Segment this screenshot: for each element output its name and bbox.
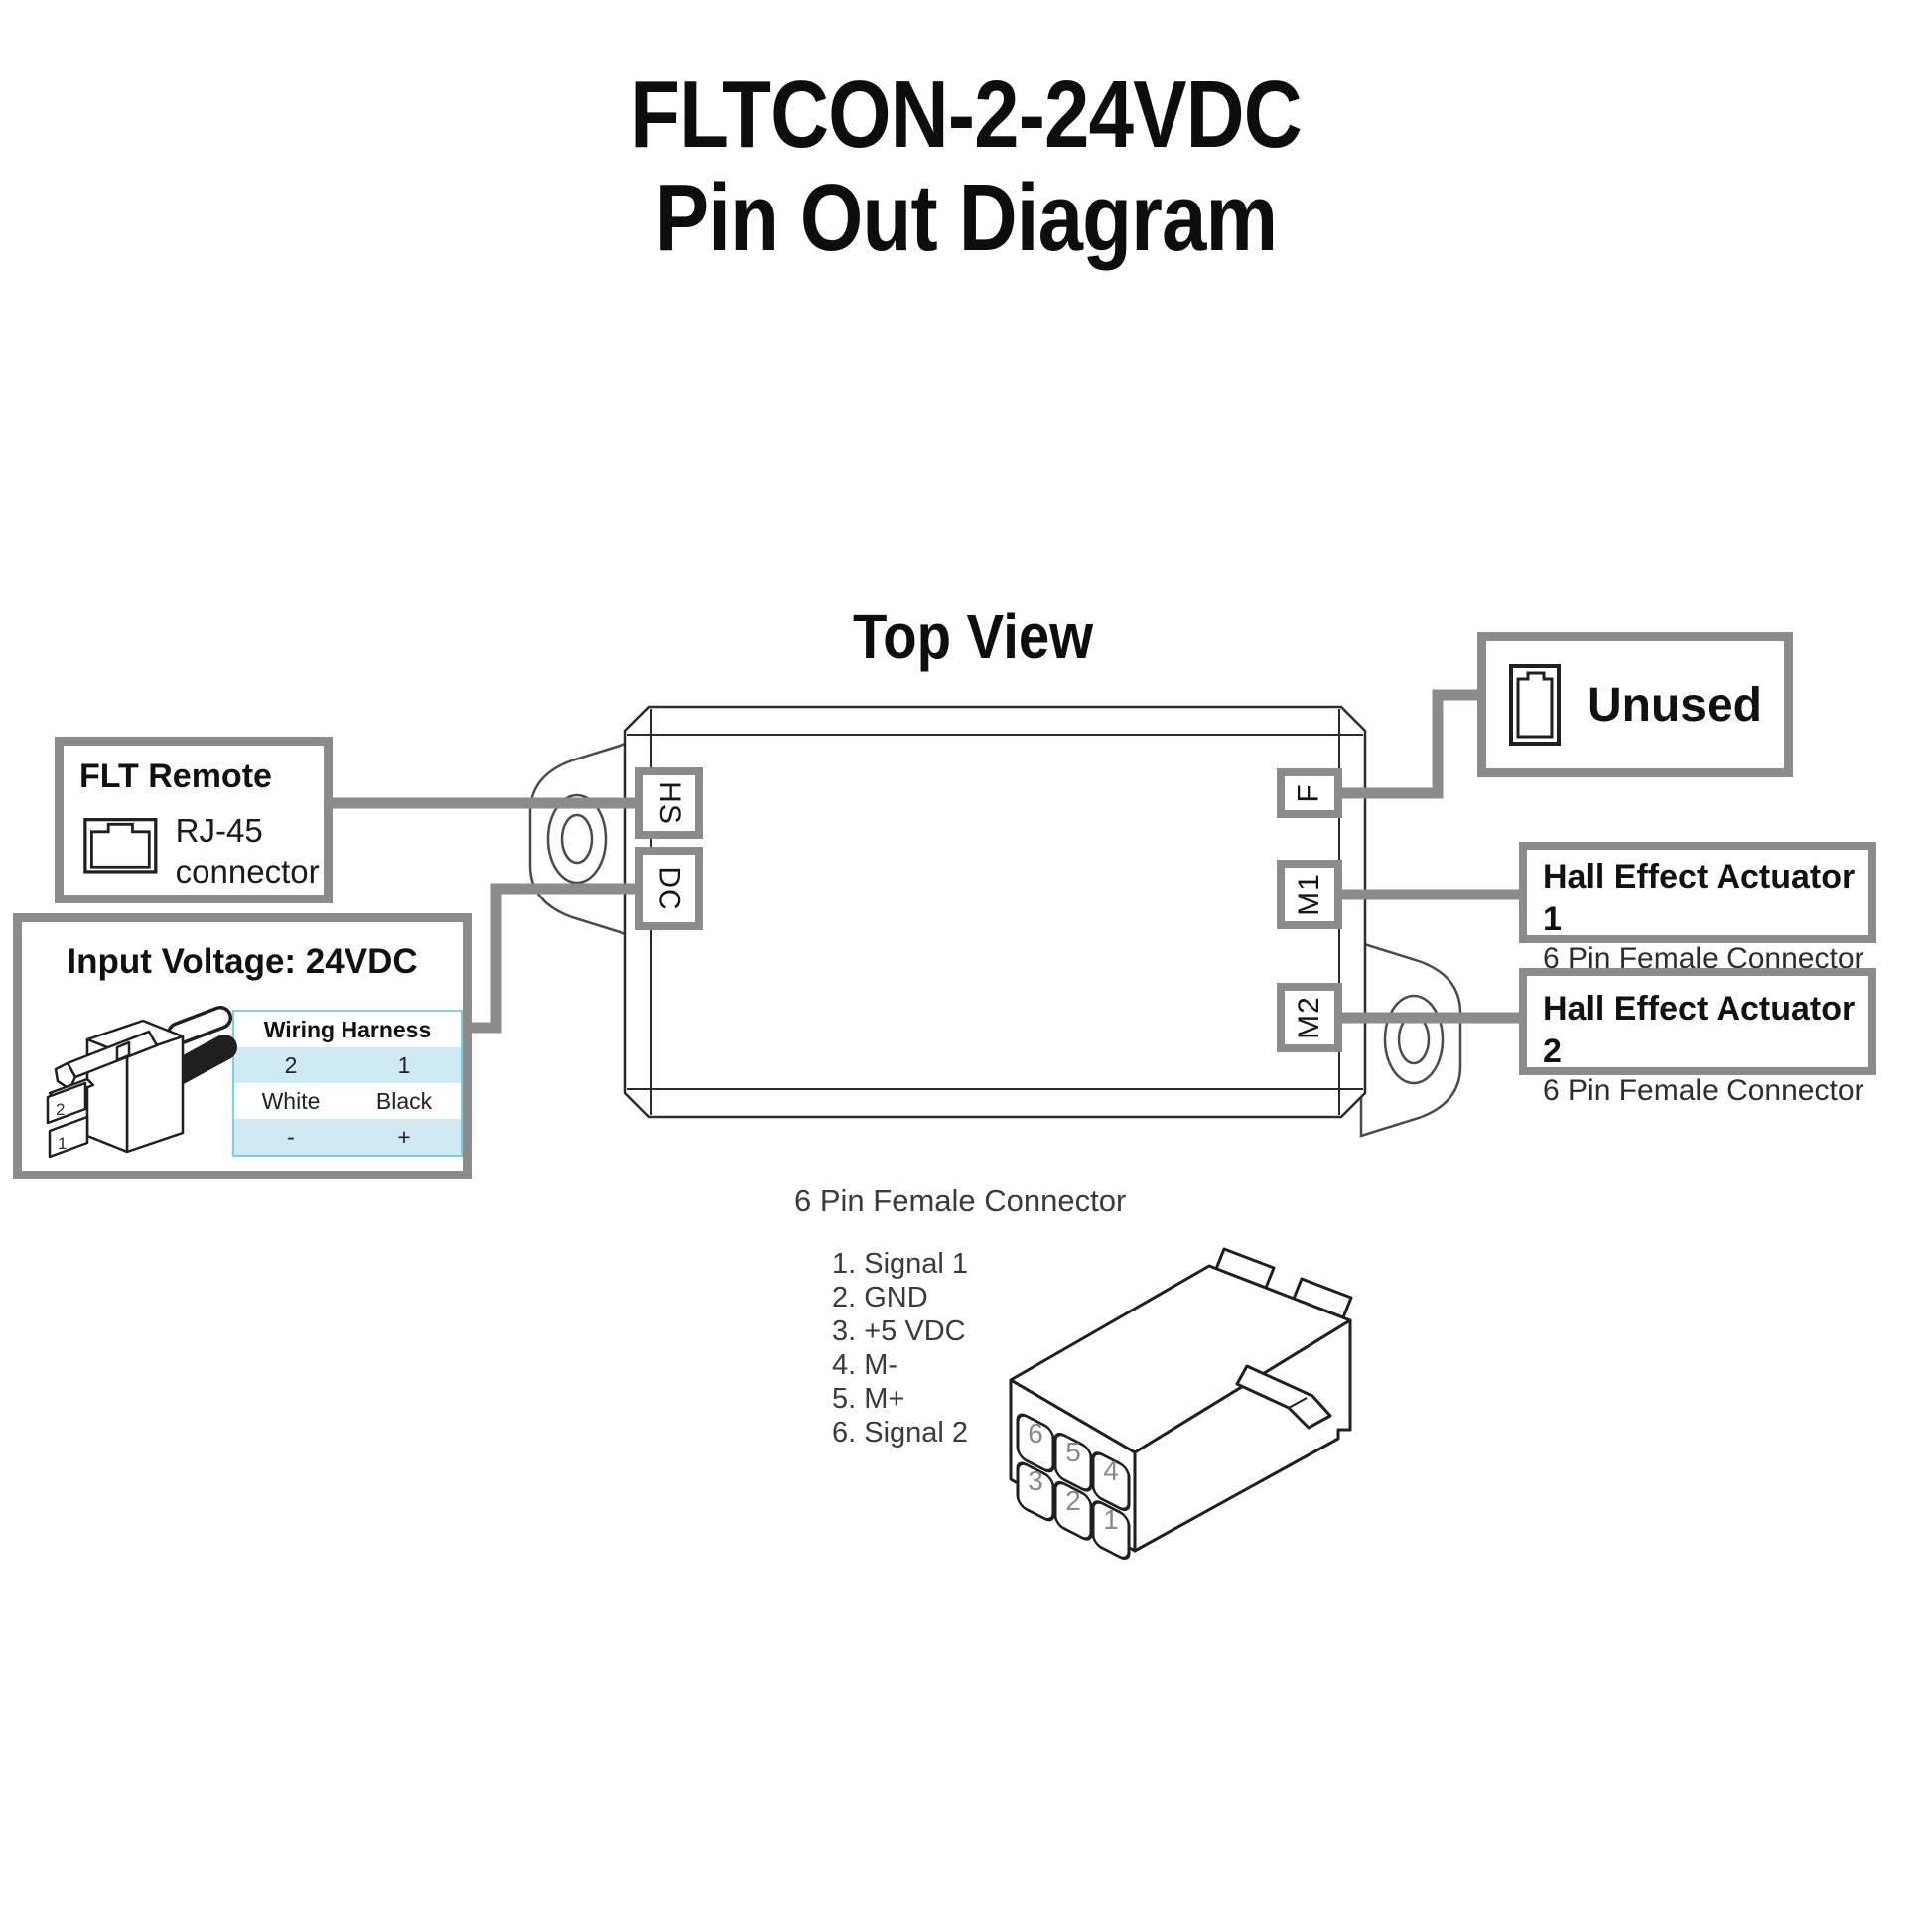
plug-pin-2 bbox=[46, 1081, 87, 1125]
rj45-icon bbox=[83, 818, 158, 874]
port-m2: M2 bbox=[1277, 983, 1342, 1052]
front-clip bbox=[1235, 1364, 1332, 1430]
port-f-label: F bbox=[1292, 783, 1325, 803]
socket-number-6: 6 bbox=[1028, 1418, 1043, 1449]
flt-remote-row: RJ-45 connector bbox=[64, 796, 324, 893]
top-view-heading: Top View bbox=[853, 601, 1093, 672]
actuator-1-title: Hall Effect Actuator 1 bbox=[1543, 858, 1856, 938]
port-hs: HS bbox=[635, 767, 703, 839]
black-wire bbox=[164, 1035, 237, 1086]
page-title-line1: FLTCON-2-24VDC bbox=[630, 62, 1303, 168]
input-voltage-title: Input Voltage: 24VDC bbox=[67, 942, 418, 981]
page-title: FLTCON-2-24VDC Pin Out Diagram bbox=[0, 64, 1932, 270]
socket-number-2: 2 bbox=[1065, 1485, 1081, 1516]
socket-number-1: 1 bbox=[1103, 1504, 1119, 1535]
socket-grid bbox=[1016, 1413, 1131, 1561]
unused-connector-icon bbox=[1508, 664, 1561, 746]
port-dc: DC bbox=[635, 847, 703, 930]
controller-body bbox=[623, 705, 1367, 1119]
pin-list-item: 5. M+ bbox=[832, 1383, 905, 1415]
harness-cell: White bbox=[261, 1088, 321, 1114]
actuator-2-title: Hall Effect Actuator 2 bbox=[1543, 990, 1856, 1070]
f-to-unused-line bbox=[1342, 689, 1481, 799]
page-title-line2: Pin Out Diagram bbox=[654, 165, 1278, 271]
hall-effect-actuator-2-box: Hall Effect Actuator 2 6 Pin Female Conn… bbox=[1519, 968, 1876, 1107]
rj45-label: RJ-45 connector bbox=[175, 812, 320, 891]
wiring-harness-table: Wiring Harness 2 1 White Black - + bbox=[232, 1010, 463, 1157]
pin-list-item: 4. M- bbox=[832, 1349, 898, 1381]
plug-pin-1 bbox=[48, 1115, 89, 1159]
wiring-harness-row-polarity: - + bbox=[234, 1119, 461, 1155]
port-m1: M1 bbox=[1277, 860, 1342, 929]
unused-label: Unused bbox=[1587, 678, 1762, 732]
plug-body bbox=[46, 1019, 185, 1159]
socket-number-3: 3 bbox=[1028, 1465, 1043, 1496]
socket-number-4: 4 bbox=[1103, 1455, 1119, 1486]
plug-pin-labels: 2 1 bbox=[56, 1100, 67, 1153]
port-m1-label: M1 bbox=[1293, 873, 1325, 916]
port-f: F bbox=[1277, 768, 1342, 818]
port-hs-label: HS bbox=[653, 781, 686, 825]
input-voltage-to-dc-line bbox=[461, 883, 639, 1034]
actuator-2-subtitle: 6 Pin Female Connector bbox=[1543, 1074, 1864, 1107]
socket-number-5: 5 bbox=[1065, 1437, 1081, 1467]
flt-remote-box: FLT Remote RJ-45 connector bbox=[55, 737, 333, 903]
connection-lines bbox=[324, 689, 1523, 1034]
port-dc-label: DC bbox=[653, 866, 686, 911]
pin-list-item: 3. +5 VDC bbox=[832, 1315, 966, 1347]
harness-cell: 2 bbox=[284, 1052, 298, 1078]
harness-cell: Black bbox=[375, 1088, 433, 1114]
hall-effect-actuator-1-box: Hall Effect Actuator 1 6 Pin Female Conn… bbox=[1519, 842, 1876, 975]
left-mounting-ear bbox=[528, 741, 631, 937]
six-pin-connector-drawing: 6 5 4 3 2 1 bbox=[1009, 1247, 1353, 1561]
wiring-harness-row-colors: White Black bbox=[234, 1083, 461, 1119]
socket-numbers: 6 5 4 3 2 1 bbox=[1028, 1418, 1119, 1535]
harness-cell: 1 bbox=[397, 1052, 411, 1078]
right-mounting-ear bbox=[1359, 941, 1462, 1138]
six-pin-connector-title: 6 Pin Female Connector bbox=[794, 1183, 1127, 1218]
pin-list-item: 2. GND bbox=[832, 1282, 928, 1313]
harness-cell: - bbox=[287, 1124, 295, 1150]
port-m2-label: M2 bbox=[1293, 996, 1325, 1039]
plug-pin-1-label: 1 bbox=[58, 1134, 67, 1153]
harness-cell: + bbox=[397, 1124, 411, 1150]
pin-list-item: 6. Signal 2 bbox=[832, 1417, 969, 1449]
plug-pin-2-label: 2 bbox=[56, 1100, 65, 1119]
white-wire bbox=[170, 1009, 229, 1042]
pin-list-item: 1. Signal 1 bbox=[832, 1248, 969, 1280]
unused-box: Unused bbox=[1477, 632, 1793, 777]
six-pin-pin-list: 1. Signal 1 2. GND 3. +5 VDC 4. M- 5. M+… bbox=[832, 1247, 968, 1449]
flt-remote-title: FLT Remote bbox=[79, 758, 272, 795]
wiring-harness-header: Wiring Harness bbox=[263, 1017, 432, 1042]
input-voltage-box: Input Voltage: 24VDC 2 bbox=[13, 913, 472, 1179]
wiring-harness-row-pins: 2 1 bbox=[234, 1047, 461, 1083]
two-pin-plug-drawing: 2 1 bbox=[46, 1006, 237, 1159]
